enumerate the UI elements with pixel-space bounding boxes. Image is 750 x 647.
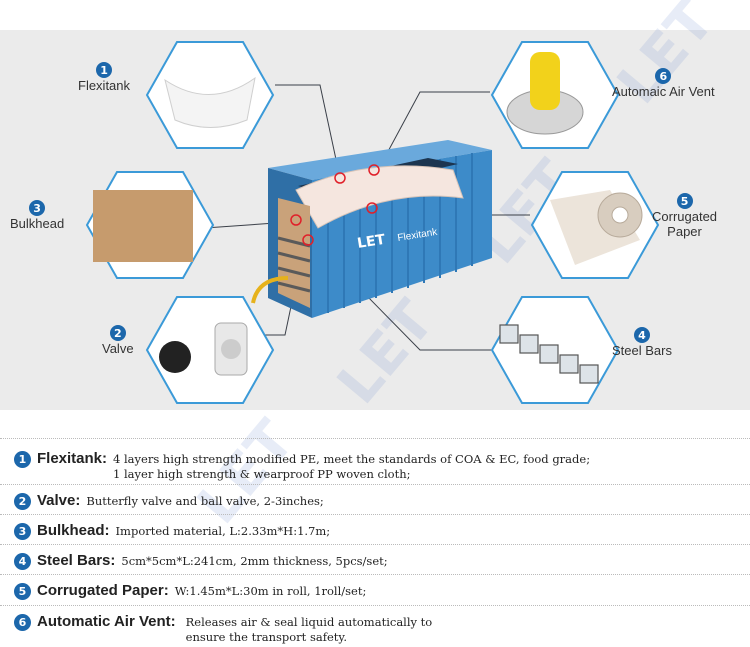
callout-steel-bars: 4 Steel Bars bbox=[612, 327, 672, 358]
hex-air-vent bbox=[490, 41, 620, 149]
shipping-container: LET Flexitank bbox=[251, 140, 492, 318]
legend-number: 3 bbox=[14, 523, 31, 540]
callout-label: Flexitank bbox=[78, 78, 131, 93]
callout-number: 5 bbox=[676, 193, 693, 209]
callout-label: Steel Bars bbox=[612, 343, 672, 358]
connector-air-vent bbox=[377, 91, 490, 171]
callout-label: Automaic Air Vent bbox=[612, 84, 715, 99]
legend: 1 Flexitank: 4 layers high strength modi… bbox=[0, 412, 750, 647]
connector-flexitank bbox=[275, 84, 341, 179]
legend-desc: Releases air & seal liquid automatically… bbox=[186, 615, 433, 645]
callout-valve: 2 Valve bbox=[102, 325, 134, 356]
divider bbox=[0, 574, 750, 575]
legend-number: 1 bbox=[14, 451, 31, 468]
legend-row-flexitank: 1 Flexitank: 4 layers high strength modi… bbox=[14, 450, 590, 482]
legend-line: Butterfly valve and ball valve, 2-3inche… bbox=[86, 494, 324, 508]
callout-label: Valve bbox=[102, 341, 134, 356]
legend-desc: Imported material, L:2.33m*H:1.7m; bbox=[116, 524, 331, 539]
callout-label: Paper bbox=[667, 224, 702, 239]
divider bbox=[0, 544, 750, 545]
legend-term: Bulkhead: bbox=[37, 522, 110, 539]
divider bbox=[0, 484, 750, 485]
callout-number: 2 bbox=[109, 325, 126, 341]
legend-desc: 4 layers high strength modified PE, meet… bbox=[113, 452, 590, 482]
legend-row-air-vent: 6 Automatic Air Vent: Releases air & sea… bbox=[14, 613, 432, 645]
legend-line: Imported material, L:2.33m*H:1.7m; bbox=[115, 524, 331, 538]
callout-corrugated-paper: 5 Corrugated Paper bbox=[652, 193, 717, 239]
legend-number: 5 bbox=[14, 583, 31, 600]
legend-row-steel-bars: 4 Steel Bars: 5cm*5cm*L:241cm, 2mm thick… bbox=[14, 552, 388, 570]
legend-line: ensure the transport safety. bbox=[185, 630, 348, 644]
callout-label: Corrugated bbox=[652, 209, 718, 224]
legend-line: Releases air & seal liquid automatically… bbox=[185, 615, 433, 629]
legend-desc: Butterfly valve and ball valve, 2-3inche… bbox=[86, 494, 323, 509]
callout-air-vent: 6 Automaic Air Vent bbox=[612, 68, 715, 99]
callout-bulkhead: 3 Bulkhead bbox=[10, 200, 64, 231]
legend-term: Valve: bbox=[37, 492, 81, 509]
legend-term: Flexitank: bbox=[37, 450, 108, 467]
callout-number: 4 bbox=[633, 327, 650, 343]
callout-flexitank: 1 Flexitank bbox=[78, 62, 130, 93]
hex-flexitank bbox=[145, 41, 275, 149]
legend-number: 6 bbox=[14, 614, 31, 631]
legend-row-corrugated-paper: 5 Corrugated Paper: W:1.45m*L:30m in rol… bbox=[14, 582, 366, 600]
callout-label: Bulkhead bbox=[10, 216, 65, 231]
hex-valve bbox=[145, 296, 275, 404]
legend-term: Automatic Air Vent: bbox=[37, 613, 176, 630]
legend-number: 2 bbox=[14, 493, 31, 510]
hex-steel-bars bbox=[490, 296, 620, 404]
legend-term: Corrugated Paper: bbox=[37, 582, 169, 599]
callout-number: 3 bbox=[29, 200, 46, 216]
legend-line: 4 layers high strength modified PE, meet… bbox=[113, 452, 591, 466]
legend-line: 5cm*5cm*L:241cm, 2mm thickness, 5pcs/set… bbox=[121, 554, 388, 568]
legend-row-bulkhead: 3 Bulkhead: Imported material, L:2.33m*H… bbox=[14, 522, 330, 540]
legend-line: W:1.45m*L:30m in roll, 1roll/set; bbox=[174, 584, 367, 598]
legend-term: Steel Bars: bbox=[37, 552, 116, 569]
legend-desc: W:1.45m*L:30m in roll, 1roll/set; bbox=[175, 584, 367, 599]
container-brand: LET bbox=[356, 232, 387, 252]
legend-number: 4 bbox=[14, 553, 31, 570]
divider bbox=[0, 438, 750, 439]
legend-row-valve: 2 Valve: Butterfly valve and ball valve,… bbox=[14, 492, 324, 510]
legend-line: 1 layer high strength & wearproof PP wov… bbox=[113, 467, 411, 481]
diagram: LET LET LET LET bbox=[0, 0, 750, 536]
divider bbox=[0, 605, 750, 606]
hex-bulkhead bbox=[85, 171, 215, 279]
hex-corrugated-paper bbox=[530, 171, 660, 279]
legend-desc: 5cm*5cm*L:241cm, 2mm thickness, 5pcs/set… bbox=[121, 554, 387, 569]
callout-number: 1 bbox=[96, 62, 113, 78]
divider bbox=[0, 514, 750, 515]
callout-number: 6 bbox=[655, 68, 672, 84]
